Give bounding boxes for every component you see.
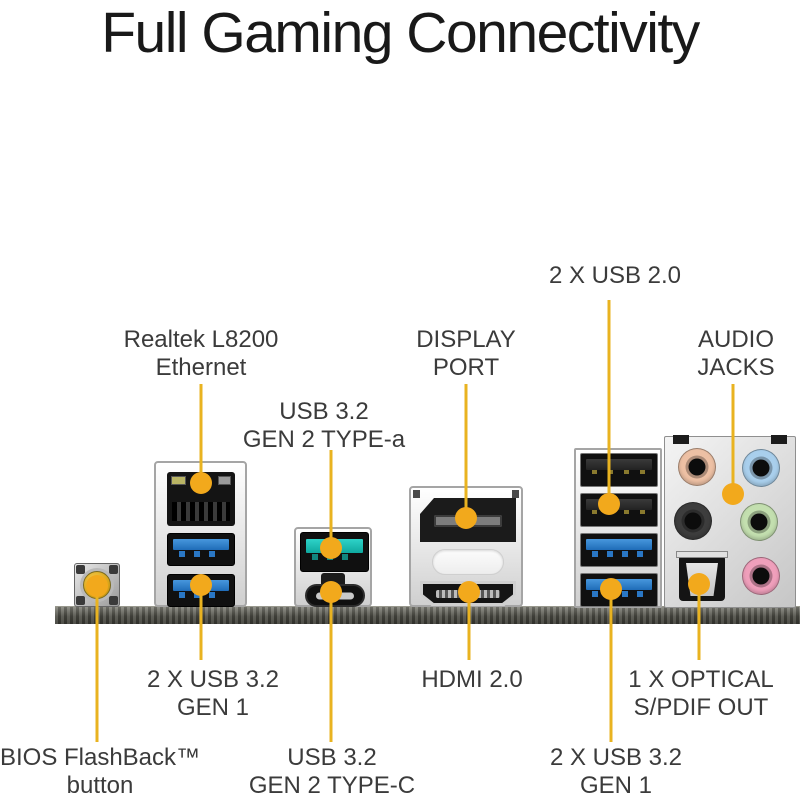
callout-label-usb2: 2 X USB 2.0	[549, 262, 681, 290]
housing-notch	[512, 490, 519, 498]
callout-dot-bios-flashback	[86, 575, 108, 597]
rj45-ethernet-port-icon	[167, 472, 235, 526]
leader-line-ethernet	[199, 384, 203, 483]
callout-dot-usb32-gen1-right	[600, 578, 622, 600]
callout-label-bios-flashback: BIOS FlashBack™ button	[0, 744, 200, 800]
callout-text: GEN 1	[579, 771, 653, 799]
leader-line-bios-flashback	[95, 588, 99, 742]
callout-text: USB 3.2	[287, 744, 377, 771]
motherboard-pcb-edge	[55, 606, 800, 624]
blank-port-cover	[432, 549, 504, 575]
callout-label-usb32-gen1-left: 2 X USB 3.2 GEN 1	[147, 666, 279, 722]
callout-text: 2 X USB 2.0	[548, 262, 682, 289]
housing-tab	[771, 435, 787, 444]
callout-dot-audio-jacks	[722, 483, 744, 505]
callout-text: Realtek L8200	[123, 326, 279, 353]
ethernet-led-icon	[171, 476, 186, 485]
callout-label-usb32-gen1-right: 2 X USB 3.2 GEN 1	[550, 744, 682, 800]
callout-dot-optical-spdif	[688, 573, 710, 595]
usb-pins	[592, 470, 646, 474]
leader-line-hdmi	[467, 592, 471, 660]
optical-cap	[676, 551, 728, 558]
callout-text: Ethernet	[155, 353, 247, 381]
usb3-type-a-port-icon	[167, 533, 235, 566]
usb-tongue	[586, 459, 652, 470]
audio-jack-black-icon	[674, 502, 712, 540]
audio-block	[664, 435, 796, 608]
callout-label-usb32-gen2-typea: USB 3.2 GEN 2 TYPE-a	[243, 398, 405, 454]
callout-dot-hdmi	[458, 581, 480, 603]
callout-text: DISPLAY	[416, 326, 516, 353]
leader-line-usb32-gen1-right	[609, 589, 613, 742]
leader-line-usb32-gen1-left	[199, 585, 203, 660]
button-corner	[76, 596, 85, 605]
usb3-type-a-port-icon	[580, 533, 658, 567]
callout-label-optical-spdif: 1 X OPTICAL S/PDIF OUT	[628, 666, 773, 722]
callout-text: button	[66, 771, 134, 799]
usb2-type-a-port-icon	[580, 453, 658, 487]
callout-label-displayport: DISPLAY PORT	[416, 326, 516, 382]
callout-text: PORT	[432, 353, 500, 381]
ethernet-led-icon	[218, 476, 231, 485]
housing-tab	[673, 435, 689, 444]
callout-text: S/PDIF OUT	[633, 693, 769, 721]
callout-label-audio-jacks: AUDIO JACKS	[697, 326, 774, 382]
callout-text: AUDIO	[697, 326, 775, 353]
callout-text: 1 X OPTICAL	[628, 666, 774, 693]
usb-pins	[592, 510, 646, 514]
callout-text: GEN 2 TYPE-C	[248, 771, 416, 799]
callout-label-hdmi: HDMI 2.0	[421, 666, 522, 694]
usb-tongue	[173, 539, 229, 550]
callout-dot-usb32-gen1-left	[190, 574, 212, 596]
button-corner	[109, 565, 118, 574]
audio-jack-green-icon	[740, 503, 778, 541]
callout-label-usb32-gen2-typec: USB 3.2 GEN 2 TYPE-C	[249, 744, 415, 800]
leader-line-optical-spdif	[697, 584, 701, 660]
callout-dot-ethernet	[190, 472, 212, 494]
callout-text: JACKS	[697, 353, 775, 381]
usb-pins	[179, 551, 223, 557]
leader-line-usb32-gen2-typec	[329, 592, 333, 742]
usb-pins	[592, 551, 646, 557]
callout-text: GEN 1	[176, 693, 250, 721]
button-corner	[76, 565, 85, 574]
callout-text: 2 X USB 3.2	[549, 744, 683, 771]
rj45-contacts	[172, 502, 230, 521]
callout-text: HDMI 2.0	[421, 666, 523, 693]
button-corner	[109, 596, 118, 605]
audio-jack-peach-icon	[678, 448, 716, 486]
leader-line-displayport	[464, 384, 468, 518]
callout-dot-usb32-gen2-typea	[320, 537, 342, 559]
usb-tongue	[586, 539, 652, 550]
leader-line-audio-jacks	[731, 384, 735, 494]
callout-text: BIOS FlashBack™	[0, 744, 201, 771]
callout-label-ethernet: Realtek L8200 Ethernet	[124, 326, 279, 382]
callout-text: USB 3.2	[279, 398, 369, 425]
leader-line-usb32-gen2-typea	[329, 450, 333, 548]
page-title: Full Gaming Connectivity	[101, 1, 700, 65]
housing-notch	[413, 490, 420, 498]
callout-text: 2 X USB 3.2	[146, 666, 280, 693]
callout-dot-usb2	[598, 493, 620, 515]
audio-jack-blue-icon	[742, 449, 780, 487]
callout-dot-displayport	[455, 507, 477, 529]
callout-dot-usb32-gen2-typec	[320, 581, 342, 603]
leader-line-usb2	[607, 300, 611, 504]
callout-text: GEN 2 TYPE-a	[242, 425, 406, 453]
audio-jack-pink-icon	[742, 557, 780, 595]
usb2-type-a-port-icon	[580, 493, 658, 527]
